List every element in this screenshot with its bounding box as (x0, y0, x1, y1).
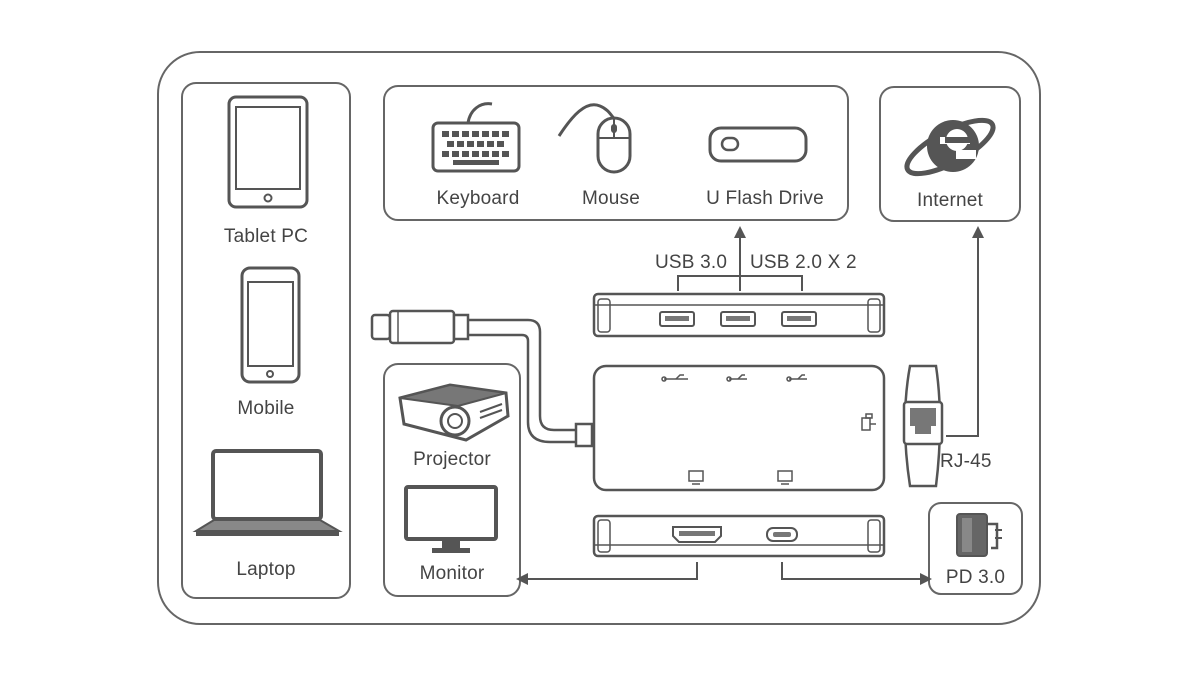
mouse-icon (557, 103, 632, 174)
usb-c-cable (370, 309, 594, 448)
pd-arrow (781, 562, 932, 585)
mouse-label: Mouse (581, 188, 641, 209)
internet-panel (879, 86, 1021, 222)
network-symbol-icon (861, 413, 876, 431)
internet-label: Internet (916, 190, 984, 211)
mobile-icon (240, 266, 301, 384)
pd-label: PD 3.0 (945, 567, 1006, 588)
monitor-icon (404, 485, 498, 553)
keyboard-label: Keyboard (436, 188, 520, 209)
charger-icon (956, 513, 1002, 557)
mobile-label: Mobile (237, 398, 295, 419)
hub-video-side (592, 514, 886, 558)
flash-drive-icon (708, 126, 808, 163)
usb3-label: USB 3.0 (655, 252, 728, 273)
usb2-label: USB 2.0 X 2 (750, 252, 857, 273)
tablet-icon (227, 95, 309, 209)
projector-icon (398, 383, 510, 442)
usb-symbol-icon (661, 374, 807, 382)
internet-explorer-icon (904, 117, 996, 177)
internet-arrow (946, 226, 984, 437)
display-symbol-icon (688, 470, 793, 485)
hub-body (592, 364, 886, 492)
rj45-port (902, 364, 944, 488)
keyboard-icon (431, 102, 521, 173)
usb-devices-panel (383, 85, 849, 221)
display-panel (383, 363, 521, 597)
projector-label: Projector (413, 449, 491, 470)
devices-panel (181, 82, 351, 599)
rj45-label: RJ-45 (940, 451, 992, 472)
laptop-icon (192, 449, 343, 536)
hdmi-arrow (516, 562, 698, 585)
hub-usb-side (592, 292, 886, 338)
tablet-label: Tablet PC (223, 226, 309, 247)
monitor-label: Monitor (419, 563, 485, 584)
flash-drive-label: U Flash Drive (706, 188, 824, 209)
usb-bracket (677, 275, 803, 291)
pd-panel (928, 502, 1023, 595)
outer-frame (157, 51, 1041, 625)
laptop-label: Laptop (236, 559, 296, 580)
